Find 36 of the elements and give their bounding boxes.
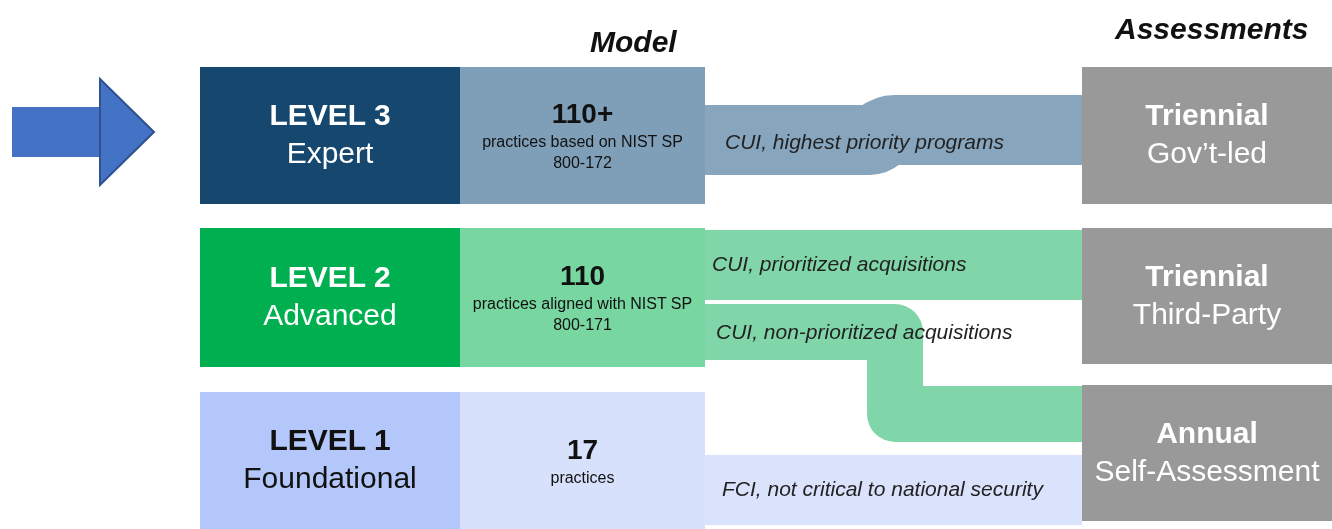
practices-box <box>460 392 705 529</box>
box-text: practices aligned with NIST SP 800-171 <box>471 293 694 336</box>
box-heading: LEVEL 3 <box>269 97 391 134</box>
box-text: Gov’t-led <box>1146 135 1267 172</box>
box-heading: LEVEL 2 <box>269 259 391 296</box>
box-heading: Triennial <box>1145 97 1269 134</box>
level-box <box>200 228 460 367</box>
edge-label: FCI, not critical to national security <box>722 476 1045 502</box>
box-heading: 17 <box>566 432 599 467</box>
flow-band <box>705 304 1082 442</box>
flow-band <box>705 455 1082 525</box>
box-heading: 110 <box>559 259 606 293</box>
box-text: Self-Assessment <box>1094 452 1320 489</box>
box-heading: Triennial <box>1145 257 1269 294</box>
box-text: practices <box>550 467 615 488</box>
edge-label: CUI, highest priority programs <box>725 129 1005 155</box>
column-heading: Model <box>590 25 677 59</box>
assessment-box <box>1082 385 1332 521</box>
box-text: Foundational <box>243 460 417 497</box>
assessment-box <box>1082 228 1332 364</box>
box-text: practices based on NIST SP 800-172 <box>481 131 684 174</box>
box-text: Advanced <box>263 297 397 334</box>
practices-box <box>460 228 705 367</box>
box-heading: Annual <box>1156 414 1258 451</box>
assessment-box <box>1082 67 1332 204</box>
level-box <box>200 392 460 529</box>
level-box <box>200 67 460 204</box>
block-arrow <box>12 78 155 186</box>
box-text: Expert <box>286 135 374 172</box>
box-heading: 110+ <box>551 97 614 131</box>
box-text: Third-Party <box>1132 295 1282 332</box>
flow-band <box>705 95 1082 175</box>
edge-label: CUI, prioritized acquisitions <box>712 251 968 277</box>
column-heading: Assessments <box>1115 12 1309 46</box>
practices-box <box>460 67 705 204</box>
box-heading: LEVEL 1 <box>269 422 391 459</box>
